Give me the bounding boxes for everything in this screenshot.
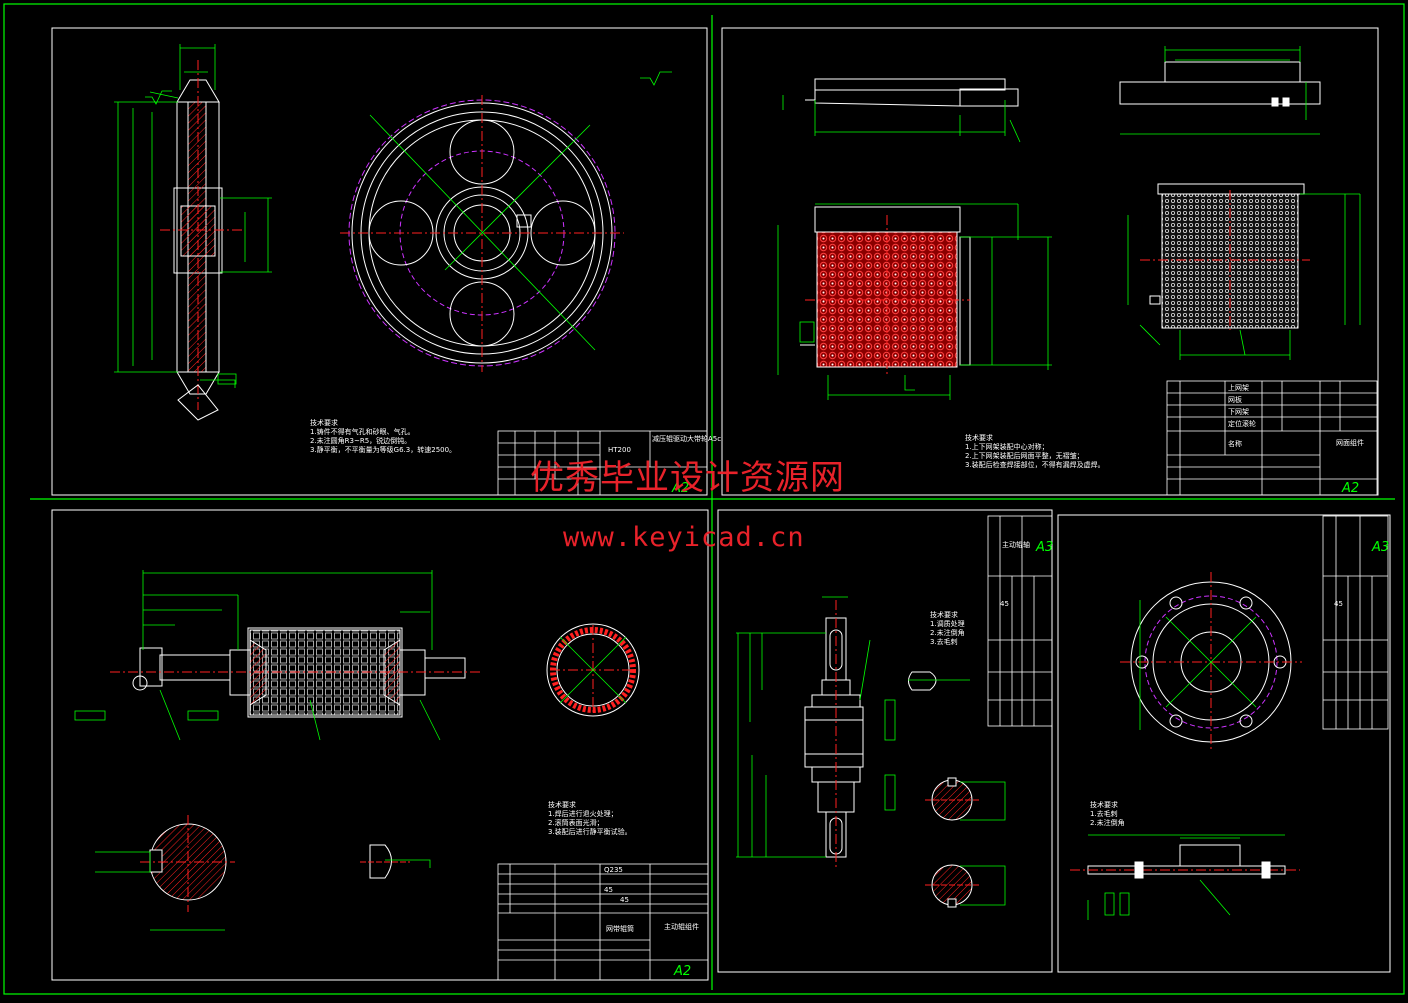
roller-row-0: Q235 <box>604 866 623 874</box>
shaft-view[interactable] <box>804 600 864 870</box>
pulley-section-view[interactable] <box>160 60 245 421</box>
flange-tech-note-1: 1.去毛刺 <box>1090 810 1118 818</box>
mold-row-1: 网板 <box>1228 396 1242 404</box>
roller-tech-note-0: 技术要求 <box>548 801 576 809</box>
flange-dimensions <box>1087 600 1285 920</box>
pulley-tech-note-1: 1.铸件不得有气孔和砂眼、气孔。 <box>310 428 415 436</box>
mold-tech-note-0: 技术要求 <box>965 434 993 442</box>
sheet-border <box>717 509 1053 973</box>
sheet-mold[interactable] <box>721 27 1379 496</box>
shaft-section-b[interactable] <box>925 864 1006 908</box>
roller-shaft-section[interactable] <box>95 815 235 931</box>
mold-tech-note-1: 1.上下网架装配中心对称； <box>965 443 1049 451</box>
roller-part-subname: 网带辊筒 <box>606 925 634 933</box>
mold-top-side-view[interactable] <box>1119 61 1321 107</box>
shaft-tech-note-1: 1.调质处理 <box>930 620 965 628</box>
pulley-part-name: 减压辊驱动大带轮A5c <box>652 435 722 443</box>
outer-frame <box>3 3 1405 995</box>
shaft-key-detail[interactable] <box>908 671 970 691</box>
shaft-dimensions <box>736 596 896 858</box>
flange-tech-note-0: 技术要求 <box>1090 801 1118 809</box>
pulley-title-block <box>497 430 708 496</box>
roller-tech-note-2: 2.滚筒表面光滑； <box>548 819 604 827</box>
mold-row-2: 下网架 <box>1228 408 1249 416</box>
mold-white-net-view[interactable] <box>1140 183 1310 330</box>
roller-tech-note-1: 1.焊后进行退火处理； <box>548 810 618 818</box>
mold-tech-note-2: 2.上下网架装配后网面平整，无褶皱； <box>965 452 1084 460</box>
shaft-tech-note-0: 技术要求 <box>930 611 958 619</box>
shaft-section-a[interactable] <box>925 777 1006 821</box>
mold-tech-note-3: 3.装配后检查焊接部位，不得有漏焊及虚焊。 <box>965 461 1105 469</box>
pulley-tech-note-3: 3.静平衡，不平衡量为等级G6.3，转速2500。 <box>310 446 457 454</box>
mold-row-4: 名称 <box>1228 440 1242 448</box>
flange-material: 45 <box>1334 600 1343 608</box>
mold-net-dimensions <box>777 203 1052 400</box>
roller-part-name: 主动辊组件 <box>664 923 699 931</box>
pulley-tech-note-2: 2.未注圆角R3~R5，锐边倒钝。 <box>310 437 412 445</box>
roller-title-block <box>497 863 709 981</box>
shaft-material: 45 <box>1000 600 1009 608</box>
roller-material: 45 <box>620 896 629 904</box>
sheet-border <box>51 509 709 981</box>
pulley-front-view[interactable] <box>340 95 624 372</box>
pulley-dimensions <box>114 44 272 388</box>
shaft-scale-label: A3 <box>1036 540 1054 555</box>
roller-row-1: 45 <box>604 886 613 894</box>
shaft-title-block <box>987 515 1053 727</box>
mold-red-net-view[interactable] <box>800 206 971 375</box>
flange-front-view[interactable] <box>1120 572 1302 752</box>
sheet-roller[interactable] <box>51 509 709 981</box>
roller-scale-label: A2 <box>674 964 692 979</box>
pulley-material: HT200 <box>608 446 631 454</box>
sheet-border <box>51 27 708 496</box>
roller-assembly-view[interactable] <box>110 627 480 718</box>
pulley-surface-marks <box>145 71 672 105</box>
roller-tech-note-3: 3.装配后进行静平衡试验。 <box>548 828 632 836</box>
sheet-flange[interactable] <box>1057 514 1391 973</box>
mold-row-0: 上网架 <box>1228 384 1249 392</box>
pulley-tech-note-0: 技术要求 <box>310 419 338 427</box>
watermark-url[interactable]: www.keyicad.cn <box>563 522 805 553</box>
roller-ring-section[interactable] <box>546 623 640 717</box>
shaft-part-name: 主动辊轴 <box>1002 541 1030 549</box>
shaft-tech-note-3: 3.去毛刺 <box>930 638 958 646</box>
mold-part-name: 网面组件 <box>1336 439 1364 447</box>
mold-white-dimensions <box>1127 193 1361 360</box>
roller-key-detail[interactable] <box>360 844 431 879</box>
flange-scale-label: A3 <box>1372 540 1390 555</box>
flange-side-view[interactable] <box>1070 844 1300 879</box>
sheet-shaft[interactable] <box>717 509 1053 973</box>
mold-scale-label: A2 <box>1342 481 1360 496</box>
flange-title-block <box>1322 515 1389 730</box>
mold-row-3: 定位滚轮 <box>1228 420 1256 428</box>
watermark-cn: 优秀毕业设计资源网 <box>530 458 845 498</box>
roller-dimensions <box>74 570 441 741</box>
mold-side-view[interactable] <box>805 78 1019 107</box>
sheet-pulley[interactable] <box>51 27 708 496</box>
pulley-scale-label: A2 <box>672 481 690 496</box>
flange-tech-note-2: 2.未注倒角 <box>1090 819 1125 827</box>
shaft-tech-note-2: 2.未注倒角 <box>930 629 965 637</box>
sheet-border <box>1057 514 1391 973</box>
mold-title-block <box>1166 380 1378 496</box>
mold-dimensions <box>782 46 1320 143</box>
sheet-border <box>721 27 1379 496</box>
